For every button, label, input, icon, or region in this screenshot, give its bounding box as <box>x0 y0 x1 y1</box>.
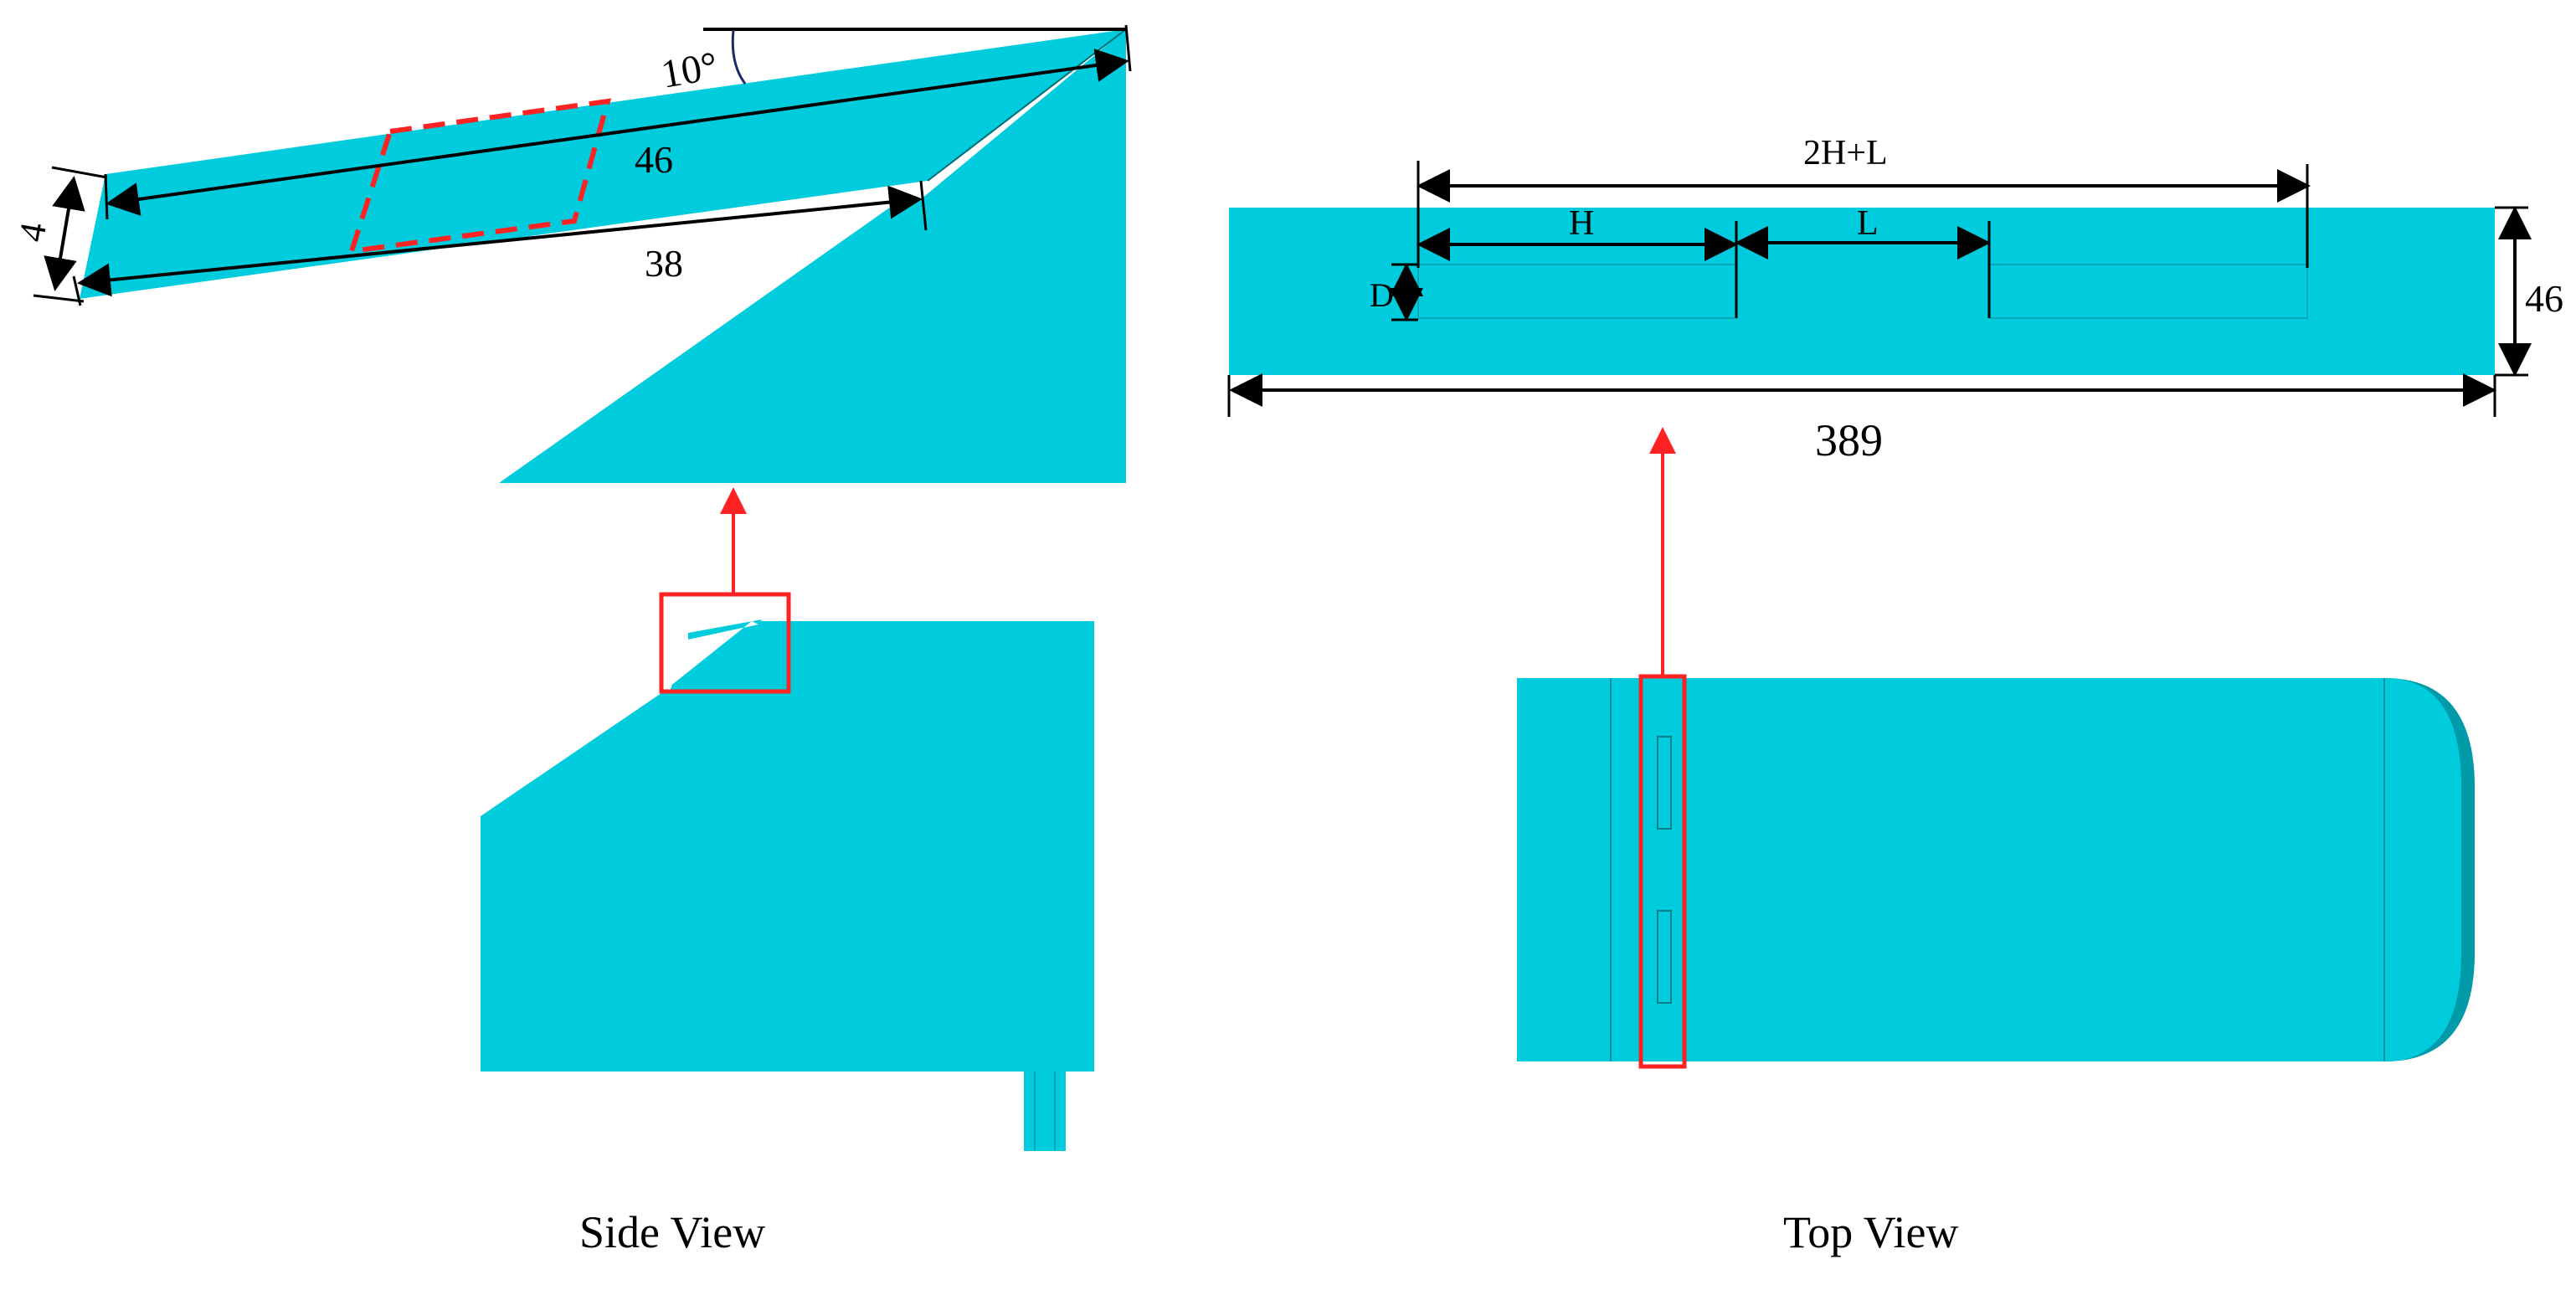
top-view-body <box>1517 678 2461 1061</box>
side-view-slot <box>688 619 762 640</box>
top-view-slot-upper <box>1657 736 1672 830</box>
dim-h-label: H <box>1569 204 1594 243</box>
side-detail: 10° 46 38 4 <box>11 24 1132 483</box>
dim-2hl-label: 2H+L <box>1803 134 1888 172</box>
side-view-post <box>1024 1072 1066 1151</box>
side-view-highlight-box <box>659 592 791 694</box>
top-view-highlight-box <box>1638 674 1687 1069</box>
dim-4 <box>44 176 85 291</box>
dim-4-ext-bottom <box>33 294 85 303</box>
dim-38 <box>77 185 923 297</box>
side-detail-body <box>499 29 1126 483</box>
side-view-body <box>481 621 1094 1072</box>
dim-4-ext-top <box>51 166 108 179</box>
dim-46-ext-right <box>1124 24 1132 72</box>
dim-46-side-label: 46 <box>635 138 673 181</box>
dim-d-label: D <box>1370 276 1394 314</box>
dim-38-ext-right <box>919 180 928 231</box>
dim-46-top-label: 46 <box>2525 277 2563 320</box>
top-view-slot-lower <box>1657 910 1672 1004</box>
caption-top-view: Top View <box>1783 1207 1958 1257</box>
caption-side-view: Side View <box>579 1207 765 1257</box>
side-view-slot-gap <box>661 621 758 693</box>
dim-46-ext-left <box>104 173 109 220</box>
dim-4-label: 4 <box>11 219 54 244</box>
dim-389-label: 389 <box>1815 415 1883 465</box>
dim-46-side <box>105 49 1129 216</box>
top-view-main <box>1517 674 2475 1069</box>
angle-arc <box>731 29 747 85</box>
dim-38-label: 38 <box>645 242 683 285</box>
top-detail: 2H+L H L D 46 389 <box>1227 134 2563 465</box>
dim-l-label: L <box>1857 204 1879 243</box>
side-view-main <box>481 592 1094 1151</box>
